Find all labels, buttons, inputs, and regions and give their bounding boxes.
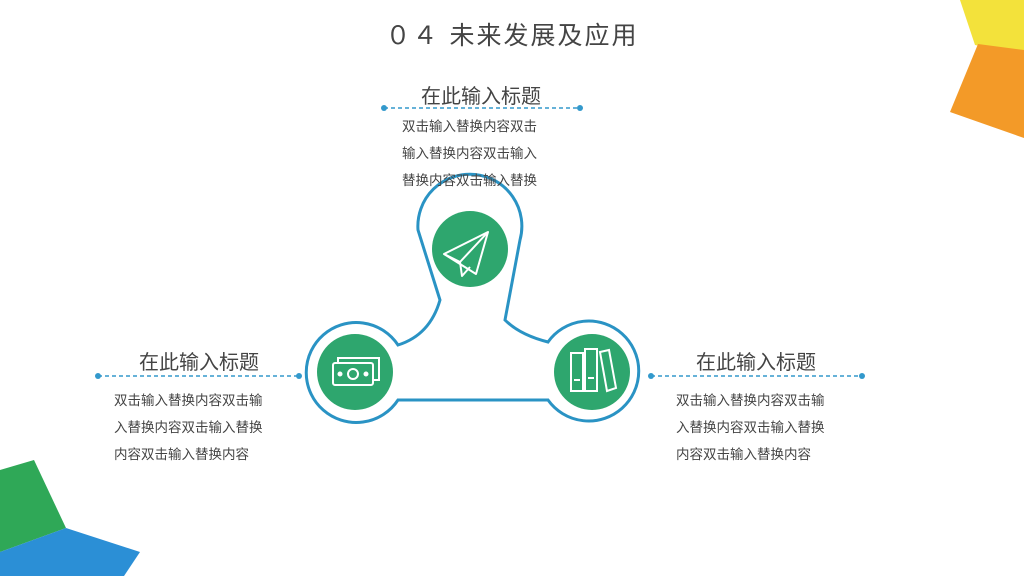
bottom-left-blue-shape — [0, 528, 140, 576]
right-body-line: 内容双击输入替换内容 — [676, 447, 811, 463]
left-dash-line — [95, 373, 302, 379]
left-body-line: 双击输入替换内容双击输 — [114, 393, 263, 409]
top-body: 双击输入替换内容双击 输入替换内容双击输入 替换内容双击输入替换 — [402, 114, 537, 195]
right-heading: 在此输入标题 — [696, 350, 816, 374]
right-dash-line — [648, 373, 865, 379]
money-bill-icon — [332, 357, 380, 386]
right-node-circle — [554, 334, 630, 410]
paper-plane-icon — [443, 231, 489, 277]
bottom-left-green-shape — [0, 460, 66, 552]
left-node-circle — [317, 334, 393, 410]
top-heading: 在此输入标题 — [421, 84, 541, 108]
top-right-yellow-shape — [960, 0, 1024, 55]
left-heading: 在此输入标题 — [139, 350, 259, 374]
top-body-line: 双击输入替换内容双击 — [402, 119, 537, 135]
top-dash-line — [381, 105, 583, 111]
top-body-line: 输入替换内容双击输入 — [402, 146, 537, 162]
left-body-line: 入替换内容双击输入替换 — [114, 420, 263, 436]
left-body-line: 内容双击输入替换内容 — [114, 447, 249, 463]
right-body-line: 双击输入替换内容双击输 — [676, 393, 825, 409]
top-node-circle — [432, 211, 508, 287]
books-icon — [570, 348, 618, 393]
top-body-line: 替换内容双击输入替换 — [402, 173, 537, 189]
right-body-line: 入替换内容双击输入替换 — [676, 420, 825, 436]
right-body: 双击输入替换内容双击输 入替换内容双击输入替换 内容双击输入替换内容 — [676, 388, 825, 469]
slide-title: ０４ 未来发展及应用 — [385, 21, 639, 50]
top-right-orange-shape — [950, 44, 1024, 138]
left-body: 双击输入替换内容双击输 入替换内容双击输入替换 内容双击输入替换内容 — [114, 388, 263, 469]
